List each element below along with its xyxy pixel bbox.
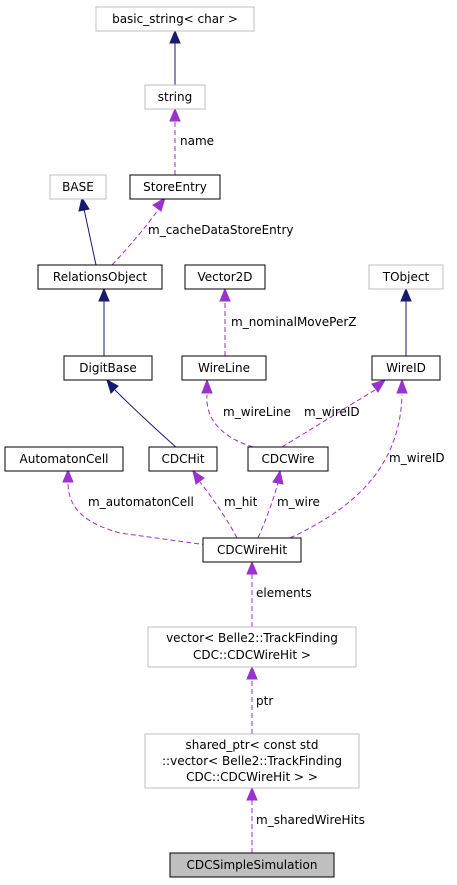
node-base[interactable]: BASE (49, 174, 107, 200)
arrowhead (78, 196, 90, 212)
node-digitbase[interactable]: DigitBase (63, 355, 153, 381)
arrowhead (246, 786, 258, 801)
node-label: WireLine (198, 361, 250, 375)
edge-label-m-wire: m_wire (277, 495, 320, 509)
node-vector2d[interactable]: Vector2D (184, 264, 266, 290)
edge-relations-storeentry (111, 209, 159, 266)
edge-label-ptr: ptr (256, 694, 273, 708)
edge-label-m-cachedatastoreentry: m_cacheDataStoreEntry (148, 223, 294, 237)
node-string[interactable]: string (144, 84, 206, 110)
node-label-line-2: CDC::CDCWireHit > (193, 648, 311, 662)
edge-cdcwire-wireid (281, 389, 376, 448)
node-label-line-1: shared_ptr< const std (186, 738, 319, 752)
edges (62, 29, 412, 853)
arrowhead (169, 29, 181, 44)
arrowhead (246, 560, 258, 575)
arrowhead (400, 287, 412, 302)
edge-label-m-wireid-left: m_wireID (304, 405, 360, 419)
edge-cdcwirehit-cdcwire (257, 481, 279, 539)
node-label-line-3: CDC::CDCWireHit > > (186, 770, 318, 784)
node-label: BASE (62, 180, 94, 194)
edge-label-m-sharedwirehits: m_sharedWireHits (256, 813, 365, 827)
node-wireline[interactable]: WireLine (181, 355, 267, 381)
node-cdcwire[interactable]: CDCWire (247, 446, 329, 472)
node-wireid[interactable]: WireID (371, 355, 441, 381)
node-cdchit[interactable]: CDCHit (148, 446, 218, 472)
node-label-line-1: vector< Belle2::TrackFinding (166, 631, 338, 645)
node-label: string (158, 90, 192, 104)
edge-label-m-wireid-right: m_wireID (389, 451, 445, 465)
node-label: WireID (386, 361, 426, 375)
node-label: CDCWire (262, 452, 315, 466)
edge-cdcwire-wireline (206, 394, 254, 448)
node-storeentry[interactable]: StoreEntry (129, 174, 221, 200)
edge-cdcwirehit-wireid (289, 394, 403, 539)
node-cdcsimplesimulation[interactable]: CDCSimpleSimulation (169, 852, 335, 878)
node-label: CDCSimpleSimulation (187, 858, 318, 872)
node-label: CDCWireHit (217, 543, 287, 557)
node-basic-string[interactable]: basic_string< char > (95, 6, 255, 32)
nodes: basic_string< char > string BASE StoreEn… (4, 6, 444, 878)
arrowhead (152, 196, 166, 212)
node-automatoncell[interactable]: AutomatonCell (4, 446, 124, 472)
edge-relations-base (83, 208, 97, 266)
arrowhead (201, 378, 213, 394)
arrowhead (396, 378, 408, 394)
arrowhead (192, 469, 205, 485)
node-cdcwirehit[interactable]: CDCWireHit (202, 537, 302, 563)
arrowhead (98, 287, 110, 302)
node-relationsobject[interactable]: RelationsObject (37, 264, 163, 290)
edge-label-m-nominalmoveperz: m_nominalMovePerZ (231, 315, 356, 329)
edge-label-name: name (180, 134, 214, 148)
node-shared-ptr[interactable]: shared_ptr< const std ::vector< Belle2::… (144, 733, 360, 789)
arrowhead (106, 378, 119, 394)
arrowhead (371, 379, 387, 393)
edge-label-m-hit: m_hit (224, 495, 258, 509)
edge-label-m-wireline: m_wireLine (223, 405, 291, 419)
node-tobject[interactable]: TObject (368, 264, 444, 290)
edge-cdchit-digitbase (114, 389, 178, 449)
edge-label-m-automatoncell: m_automatonCell (88, 495, 194, 509)
node-label: StoreEntry (143, 180, 207, 194)
arrowhead (62, 468, 74, 483)
edge-cdcwirehit-automatoncell (67, 481, 208, 546)
edge-labels: name m_cacheDataStoreEntry m_nominalMove… (88, 134, 445, 827)
arrowhead (272, 469, 284, 485)
arrowhead (169, 107, 181, 122)
node-label: DigitBase (79, 361, 136, 375)
edge-label-elements: elements (256, 586, 312, 600)
edge-cdcwirehit-cdchit (199, 481, 238, 539)
node-label: CDCHit (161, 452, 204, 466)
arrowhead (246, 665, 258, 680)
node-label: basic_string< char > (112, 12, 238, 26)
node-label: TObject (382, 270, 430, 284)
node-label: AutomatonCell (20, 452, 109, 466)
node-label: Vector2D (197, 270, 252, 284)
node-label: RelationsObject (53, 270, 147, 284)
node-vector-cdcwirehit[interactable]: vector< Belle2::TrackFinding CDC::CDCWir… (147, 626, 357, 668)
node-label-line-2: ::vector< Belle2::TrackFinding (162, 754, 342, 768)
arrowhead (219, 287, 231, 302)
